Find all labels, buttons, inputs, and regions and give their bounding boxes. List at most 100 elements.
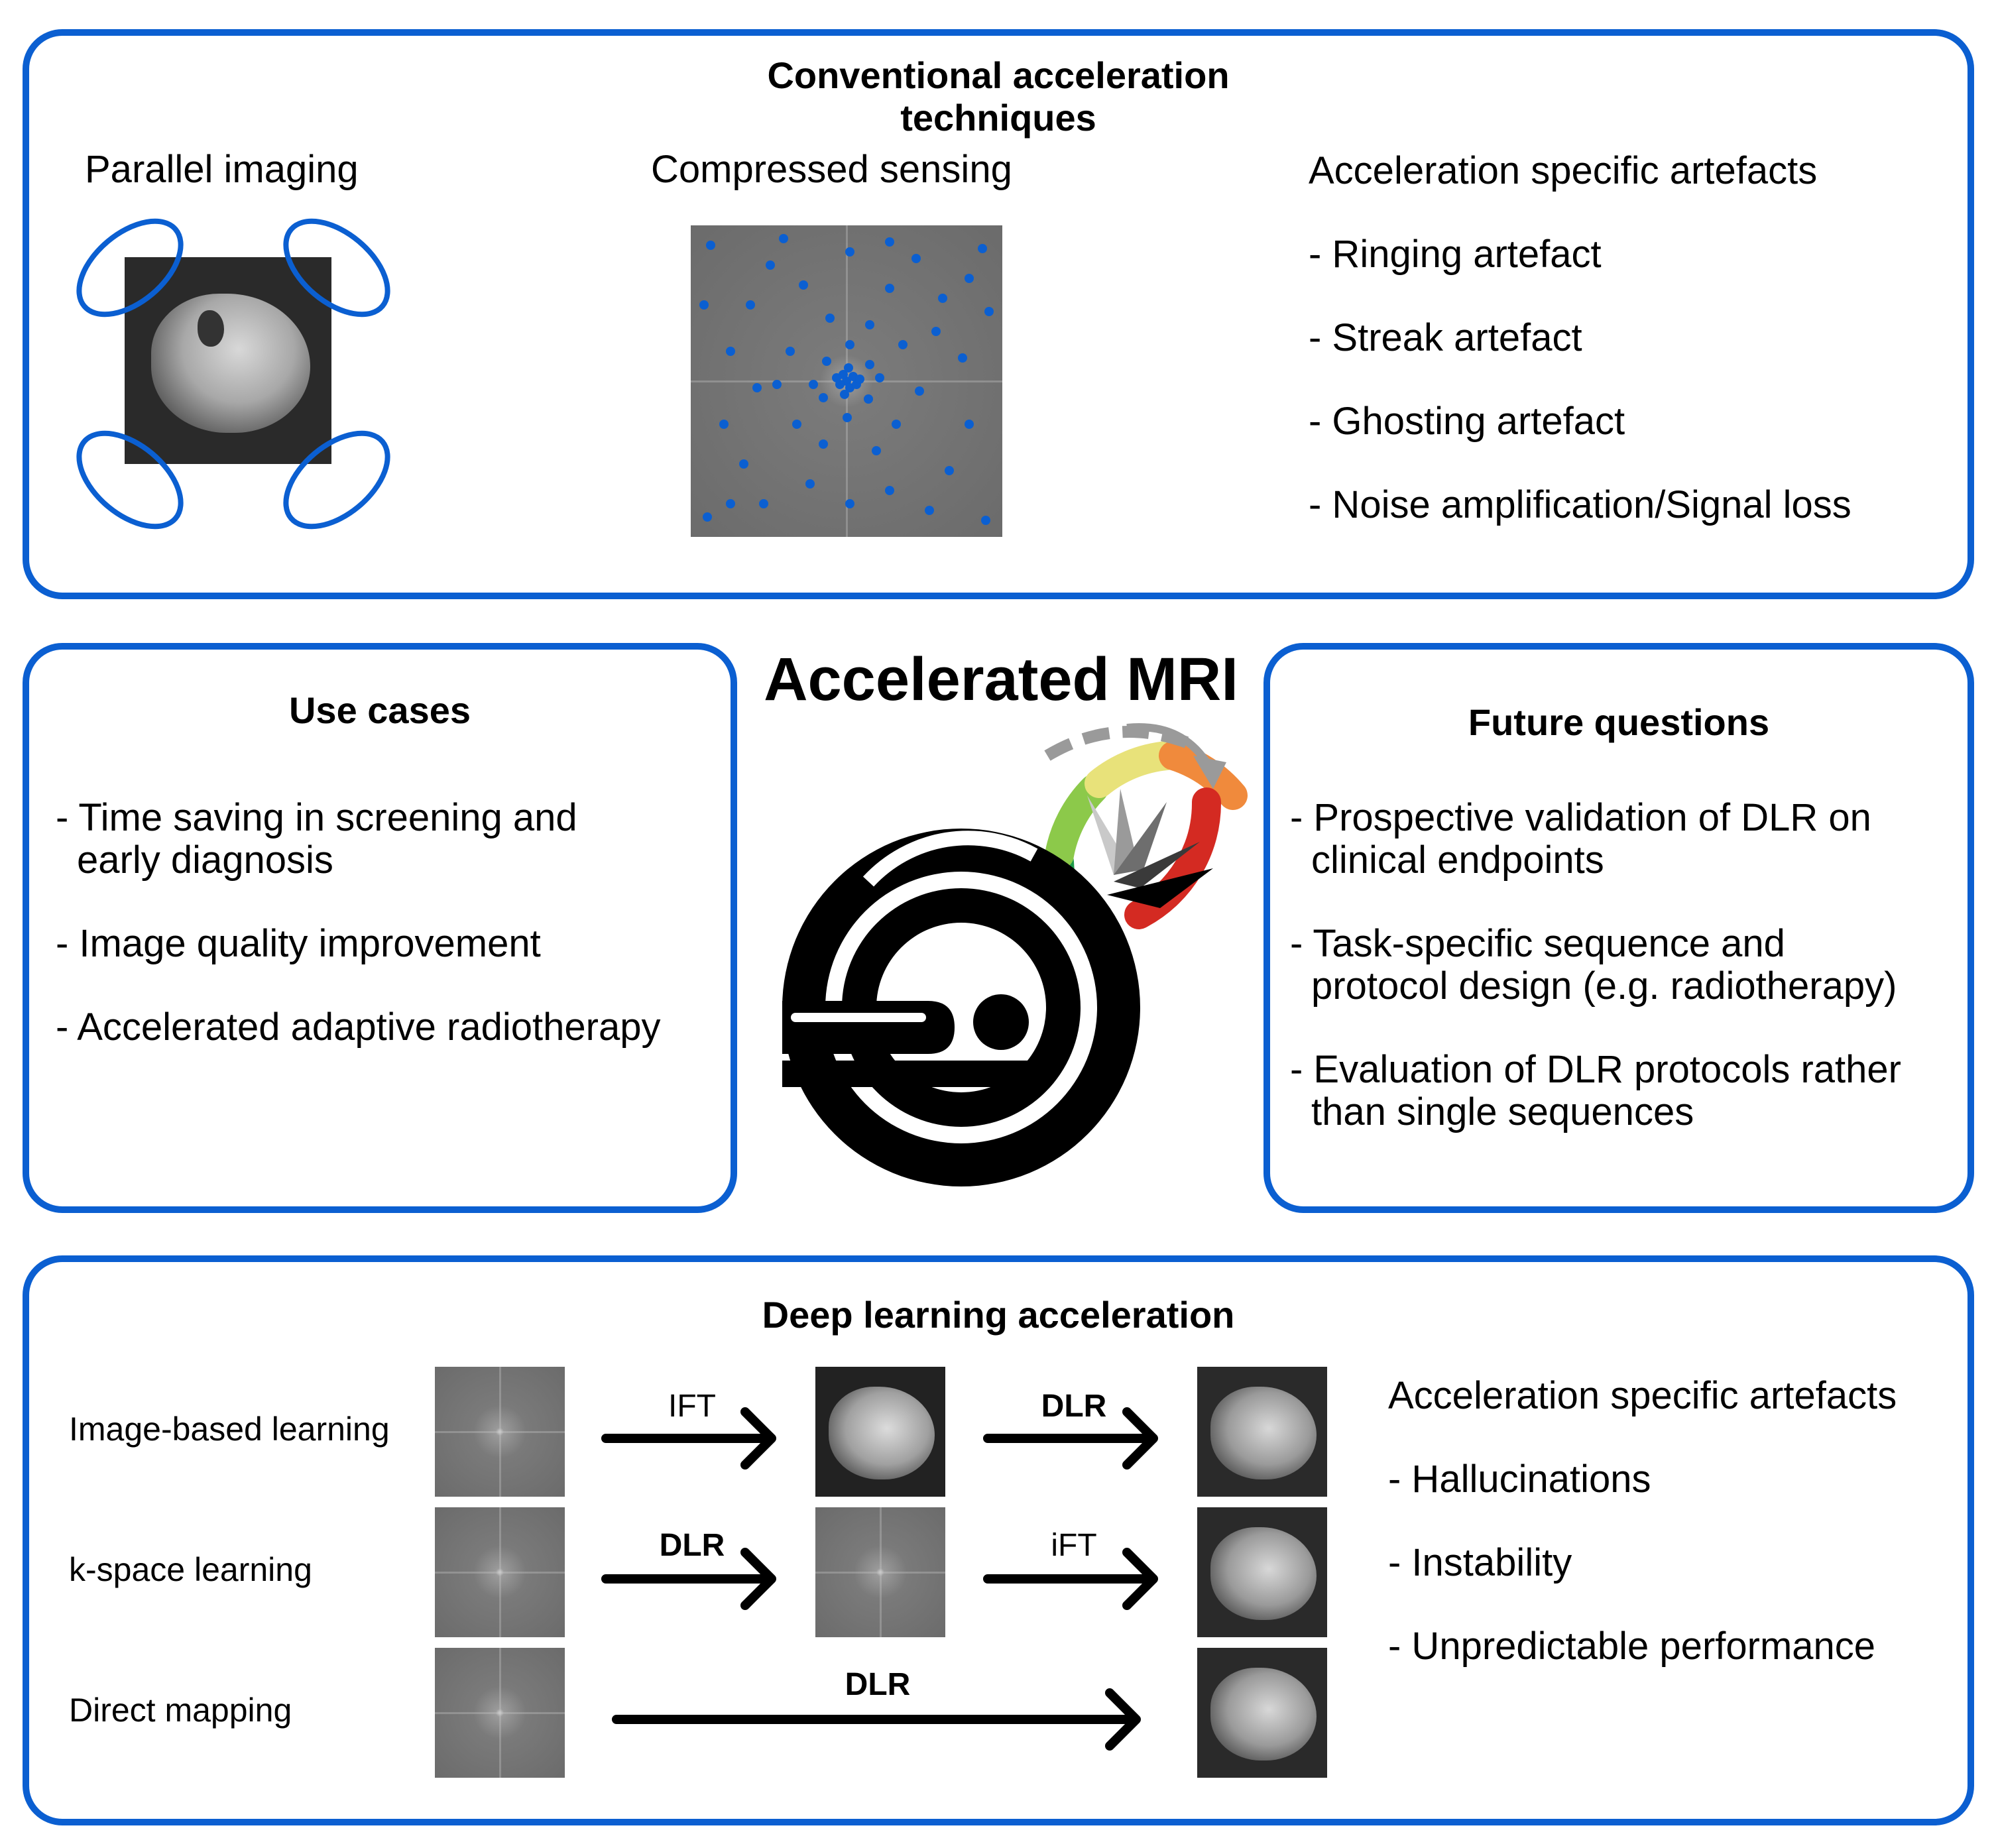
sample-point bbox=[719, 420, 729, 429]
sample-point bbox=[845, 499, 854, 508]
sample-point bbox=[978, 244, 987, 253]
row1-arrow2 bbox=[983, 1407, 1158, 1470]
parallel-imaging-label: Parallel imaging bbox=[85, 148, 359, 191]
row3-arrow-label: DLR bbox=[845, 1667, 911, 1702]
row1-arrow2-label: DLR bbox=[1041, 1389, 1107, 1424]
conventional-artefact-1: - Ringing artefact bbox=[1309, 233, 1602, 276]
sample-point bbox=[892, 420, 901, 429]
patient-body bbox=[782, 1001, 955, 1054]
sample-point bbox=[938, 294, 947, 303]
row2-output-image bbox=[1197, 1507, 1327, 1637]
use-case-item-1: - Time saving in screening and early dia… bbox=[56, 797, 577, 882]
patient-table bbox=[782, 1061, 1027, 1087]
sample-point bbox=[864, 394, 873, 404]
coil-ellipse-bottom-right bbox=[283, 430, 390, 530]
use-case-item-1-line2: early diagnosis bbox=[77, 838, 333, 882]
conventional-artefact-4: - Noise amplification/Signal loss bbox=[1309, 483, 1851, 526]
coil-ellipse-top-left bbox=[76, 218, 184, 318]
sample-point bbox=[872, 446, 881, 455]
sample-point bbox=[925, 506, 934, 515]
row2-arrow1 bbox=[601, 1548, 776, 1610]
future-item-2-line2: protocol design (e.g. radiotherapy) bbox=[1311, 964, 1897, 1008]
sample-point bbox=[703, 512, 712, 522]
sample-point bbox=[809, 380, 818, 389]
gauge-needles bbox=[1087, 789, 1213, 908]
sample-point bbox=[855, 375, 864, 384]
needle-dark bbox=[1114, 842, 1200, 888]
sample-point bbox=[726, 347, 735, 356]
sample-point bbox=[786, 347, 795, 356]
use-case-item-2-line1: - Image quality improvement bbox=[56, 922, 541, 965]
row1-input-kspace bbox=[435, 1367, 565, 1497]
deep-artefact-3: - Unpredictable performance bbox=[1388, 1625, 1876, 1668]
sample-point bbox=[845, 340, 854, 349]
row3-input-kspace bbox=[435, 1648, 565, 1778]
sample-point bbox=[845, 247, 854, 257]
conventional-artefact-2: - Streak artefact bbox=[1309, 316, 1582, 359]
output-brain-slice-3 bbox=[1210, 1668, 1317, 1761]
sample-point bbox=[726, 499, 735, 508]
sample-point bbox=[911, 254, 921, 263]
future-questions-panel: Future questions - Prospective validatio… bbox=[1263, 643, 1974, 1213]
conventional-panel: Conventional acceleration techniques Par… bbox=[23, 29, 1974, 599]
future-item-1-line1: - Prospective validation of DLR on bbox=[1290, 796, 1871, 839]
sample-point bbox=[799, 280, 808, 290]
conventional-artefacts-heading: Acceleration specific artefacts bbox=[1309, 149, 1818, 192]
coil-ellipse-bottom-left bbox=[76, 430, 184, 530]
future-item-3-line2: than single sequences bbox=[1311, 1090, 1694, 1133]
row1-output-image bbox=[1197, 1367, 1327, 1497]
compressed-sensing-sample-points bbox=[699, 234, 994, 525]
sample-point bbox=[699, 300, 709, 310]
sample-point bbox=[981, 516, 990, 525]
scanner-top-arc bbox=[862, 831, 1038, 887]
needle-darker bbox=[1114, 802, 1167, 875]
gauge-segment-green bbox=[1045, 774, 1108, 870]
use-case-item-3: - Accelerated adaptive radiotherapy bbox=[56, 1006, 660, 1049]
sample-point bbox=[915, 386, 924, 396]
row1-arrow1 bbox=[601, 1407, 776, 1470]
use-case-item-3-line1: - Accelerated adaptive radiotherapy bbox=[56, 1006, 661, 1049]
deep-artefact-2: - Instability bbox=[1388, 1541, 1572, 1584]
sample-point bbox=[825, 314, 835, 323]
future-item-3-line1: - Evaluation of DLR protocols rather bbox=[1290, 1048, 1901, 1091]
noisy-brain-slice bbox=[829, 1387, 935, 1479]
sample-point bbox=[885, 486, 894, 495]
conventional-title-line1: Conventional acceleration bbox=[767, 54, 1230, 96]
deep-learning-panel: Deep learning acceleration Image-based l… bbox=[23, 1255, 1974, 1825]
sample-point bbox=[779, 234, 788, 243]
sample-point bbox=[958, 353, 967, 363]
deep-learning-title: Deep learning acceleration bbox=[762, 1294, 1235, 1336]
speed-dashed-arc bbox=[1044, 726, 1189, 761]
sample-point bbox=[819, 439, 828, 449]
row2-recon-kspace bbox=[815, 1507, 945, 1637]
row1-noisy-image bbox=[815, 1367, 945, 1497]
sample-point bbox=[752, 383, 762, 392]
sample-point bbox=[792, 420, 801, 429]
future-item-1-line2: clinical endpoints bbox=[1311, 838, 1604, 882]
row2-input-kspace bbox=[435, 1507, 565, 1637]
process-arrows bbox=[601, 1407, 1158, 1751]
parallel-imaging-mri-image bbox=[125, 257, 331, 464]
mri-scanner bbox=[782, 829, 1140, 1186]
use-case-item-2: - Image quality improvement bbox=[56, 923, 541, 965]
use-cases-panel: Use cases - Time saving in screening and… bbox=[23, 643, 737, 1213]
row-label-k-space: k-space learning bbox=[69, 1551, 312, 1588]
output-brain-slice-1 bbox=[1210, 1387, 1317, 1479]
conventional-title: Conventional acceleration techniques bbox=[29, 54, 1967, 139]
row3-arrow bbox=[612, 1688, 1141, 1751]
sample-point bbox=[822, 357, 831, 366]
sample-point bbox=[706, 241, 715, 250]
sample-point bbox=[772, 380, 782, 389]
sample-point bbox=[965, 420, 974, 429]
row2-arrow1-label: DLR bbox=[659, 1528, 725, 1563]
sample-point bbox=[945, 466, 954, 475]
sample-point bbox=[984, 307, 994, 316]
sample-point bbox=[840, 390, 849, 399]
brain-dark-spot bbox=[198, 310, 224, 347]
sample-point bbox=[766, 260, 775, 270]
sample-point bbox=[875, 373, 884, 382]
sample-point bbox=[746, 300, 755, 310]
coil-ellipses bbox=[76, 218, 390, 530]
sample-point bbox=[965, 274, 974, 283]
deep-artefact-1: - Hallucinations bbox=[1388, 1458, 1651, 1501]
